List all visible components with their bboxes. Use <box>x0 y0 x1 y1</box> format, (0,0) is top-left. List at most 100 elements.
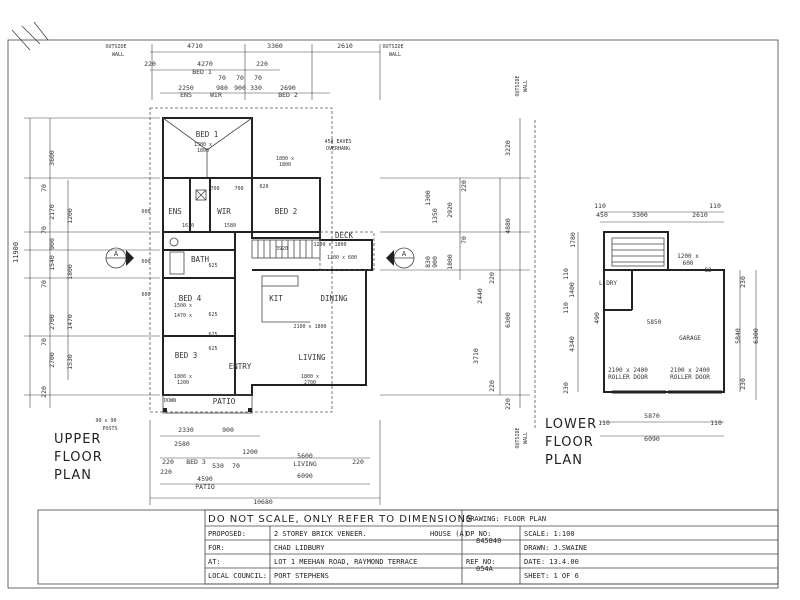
outside-wall-label: WALL <box>389 52 401 58</box>
title-block-value: 2 STOREY BRICK VENEER. <box>274 530 367 538</box>
section-mark-right-label: A <box>402 250 407 258</box>
dimension-label: 220 <box>256 60 268 68</box>
dimension-label: 1800 <box>446 254 454 270</box>
dimension-label: 330 <box>250 84 262 92</box>
note-label: 2100 x 1800 <box>293 324 326 330</box>
outside-wall-label: OUTSIDE <box>515 427 521 448</box>
room-label: 1200 x <box>677 253 699 260</box>
dimension-label: 70 <box>40 338 48 346</box>
note-label: 625 <box>208 312 217 318</box>
dimension-label: 5840 <box>734 328 742 344</box>
note-label: 1800 <box>197 148 209 154</box>
title-block-label: AT: <box>208 558 221 566</box>
room-label: 82 <box>704 267 712 274</box>
room-label: BED 4 <box>179 294 202 303</box>
title-block-right: SCALE: 1:100 <box>524 530 575 538</box>
title-block-value: PORT STEPHENS <box>274 572 329 580</box>
lower-title-line1: LOWER <box>545 417 597 432</box>
note-label: 700 <box>210 186 219 192</box>
dimension-label: 980 <box>216 84 228 92</box>
section-marker-right: A <box>386 247 415 269</box>
room-label: ROLLER DOOR <box>608 374 648 381</box>
room-label: BATH <box>191 255 210 264</box>
outside-wall-label: WALL <box>112 52 124 58</box>
corner-scribble <box>11 21 49 51</box>
title-block: DO NOT SCALE, ONLY REFER TO DIMENSIONS D… <box>37 509 779 585</box>
section-marker-left: A <box>105 247 134 269</box>
room-label: 2100 x 2400 <box>608 367 648 374</box>
title-block-extra: HOUSE (A) <box>430 530 468 538</box>
dimension-label: 70 <box>218 74 226 82</box>
room-label: L'DRY <box>599 280 617 287</box>
dimension-label: 220 <box>144 60 156 68</box>
dimension-label: 530 <box>212 462 224 470</box>
dimension-label: 220 <box>162 458 174 466</box>
note-label: 600 <box>141 292 150 298</box>
room-label: BED 3 <box>175 351 198 360</box>
note-label: POSTS <box>102 426 117 432</box>
dimension-label: 110 <box>709 202 721 210</box>
dimension-label: 830 <box>424 256 432 268</box>
note-label: 620 <box>259 184 268 190</box>
note-label: 600 <box>141 259 150 265</box>
dimension-label: BED 3 <box>186 458 206 466</box>
dimension-label: 1470 <box>66 314 74 330</box>
sheet-border <box>7 39 779 589</box>
dimension-label: 6090 <box>644 435 660 443</box>
title-block-label: FOR: <box>208 544 225 552</box>
upper-left-total: 11900 <box>12 242 20 263</box>
dimension-label: 220 <box>488 272 496 284</box>
title-block-right: DATE: 13.4.00 <box>524 558 579 566</box>
title-block-key: DP NO: <box>466 530 491 538</box>
note-label: 600 <box>141 209 150 215</box>
note-label: OVERHANG <box>326 146 350 152</box>
note-label: 3920 <box>276 246 288 252</box>
room-label: ENS <box>168 207 182 216</box>
drawing-title: DRAWING: FLOOR PLAN <box>466 515 546 523</box>
note-label: 625 <box>208 346 217 352</box>
note-label: 1470 x <box>174 313 192 319</box>
dimension-label: 1200 <box>66 208 74 224</box>
dimension-label: 70 <box>460 236 468 244</box>
note-label: 1800 x <box>301 374 319 380</box>
dimension-label: 1400 <box>568 282 576 298</box>
dimension-label: 6300 <box>752 328 760 344</box>
do-not-scale-banner: DO NOT SCALE, ONLY REFER TO DIMENSIONS <box>208 514 473 525</box>
dimension-label: BED 2 <box>278 91 298 99</box>
dimension-label: 4710 <box>187 42 203 50</box>
dimension-label: 5600 <box>297 452 313 460</box>
dimension-label: 490 <box>593 312 601 324</box>
outside-wall-label: WALL <box>523 80 529 92</box>
room-label: GARAGE <box>679 335 701 342</box>
room-label: WIR <box>217 207 231 216</box>
lower-title-line2: FLOOR <box>545 435 594 450</box>
dimension-label: BED 1 <box>192 68 212 76</box>
dimension-label: 1350 <box>431 208 439 224</box>
dimension-label: 2690 <box>280 84 296 92</box>
title-block-key-val: 054A <box>476 565 494 573</box>
room-label: BED 2 <box>275 207 298 216</box>
upper-title-line1: UPPER <box>54 432 101 447</box>
lower-stairs <box>611 237 665 267</box>
upper-dimension-lines <box>24 44 530 505</box>
dimension-label: 2580 <box>174 440 190 448</box>
dimension-label: 1300 <box>424 190 432 206</box>
note-label: 1580 <box>224 223 236 229</box>
dimension-label: 220 <box>40 386 48 398</box>
dimension-label: 110 <box>562 302 570 314</box>
dimension-label: 900 <box>222 426 234 434</box>
dimension-label: 2700 <box>48 314 56 330</box>
note-label: 1200 x 1800 <box>313 242 346 248</box>
note-label: 1300 x <box>194 142 212 148</box>
note-label: 700 <box>234 186 243 192</box>
lower-floor-plan-title: LOWER FLOOR PLAN <box>545 417 597 468</box>
